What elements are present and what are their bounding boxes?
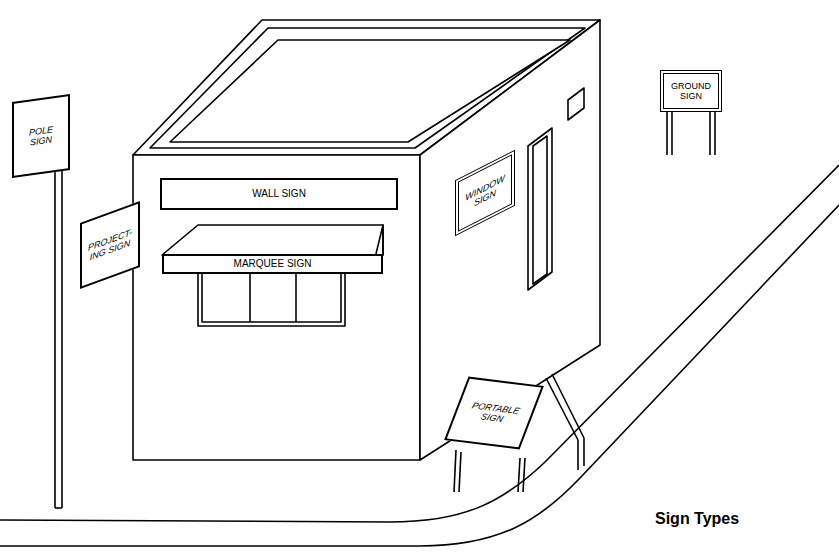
sign-panel: POLE SIGN [12, 94, 70, 178]
sign-label: PROJECT- ING SIGN [88, 227, 132, 264]
sign-label: WALL SIGN [252, 188, 306, 200]
sign-panel: PROJECT- ING SIGN [80, 201, 140, 289]
sign-panel: WALL SIGN [160, 178, 398, 210]
sign-label: GROUND SIGN [666, 81, 716, 102]
caption: Sign Types [655, 510, 739, 528]
sign-panel: MARQUEE SIGN [162, 254, 383, 274]
sign-panel: GROUND SIGN [660, 70, 722, 112]
sign-label: WINDOW SIGN [461, 170, 509, 215]
sign-label: POLE SIGN [18, 122, 64, 149]
sign-label: MARQUEE SIGN [234, 258, 312, 270]
sign-label: PORTABLE SIGN [458, 399, 529, 427]
